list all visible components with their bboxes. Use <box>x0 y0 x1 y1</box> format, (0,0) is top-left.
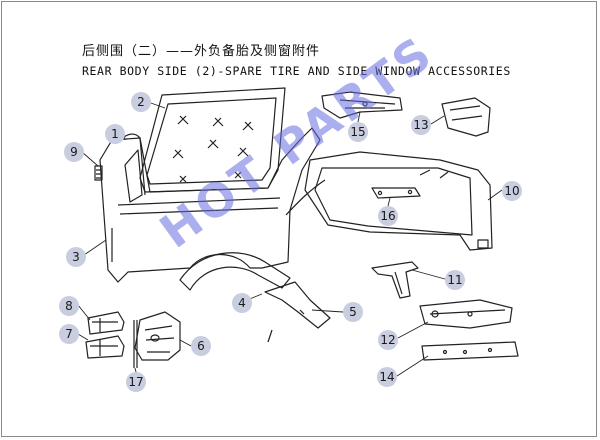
callout-4: 4 <box>232 293 252 313</box>
lower-side-rail <box>419 299 513 329</box>
retaining-clip <box>94 165 103 181</box>
callout-16: 16 <box>378 206 398 226</box>
callout-11: 11 <box>445 270 465 290</box>
panel-inner-bracket <box>371 187 421 199</box>
callout-12: 12 <box>378 330 398 350</box>
callout-10: 10 <box>502 181 522 201</box>
callout-8: 8 <box>59 296 79 316</box>
hinge-brackets <box>85 311 125 359</box>
bottom-reinforcement-strip <box>421 341 519 361</box>
support-rod <box>133 320 138 368</box>
callout-17: 17 <box>126 372 146 392</box>
diagram-title-chinese: 后侧围（二）——外负备胎及侧窗附件 <box>82 44 321 59</box>
upper-side-rail <box>321 91 403 119</box>
callout-2: 2 <box>131 92 151 112</box>
small-support-bracket <box>371 261 419 299</box>
spare-tire-bracket <box>134 311 181 361</box>
callout-7: 7 <box>59 324 79 344</box>
callout-15: 15 <box>348 122 368 142</box>
callout-6: 6 <box>191 336 211 356</box>
callout-3: 3 <box>66 247 86 267</box>
callout-14: 14 <box>377 367 397 387</box>
diagram-title-english: REAR BODY SIDE (2)-SPARE TIRE AND SIDE W… <box>82 64 511 78</box>
callout-13: 13 <box>411 115 431 135</box>
wheel-arch-trim <box>179 252 331 343</box>
corner-bracket <box>441 97 491 137</box>
callout-9: 9 <box>64 142 84 162</box>
callout-1: 1 <box>105 124 125 144</box>
inner-quarter-trim-panel <box>304 151 493 251</box>
callout-5: 5 <box>343 302 363 322</box>
